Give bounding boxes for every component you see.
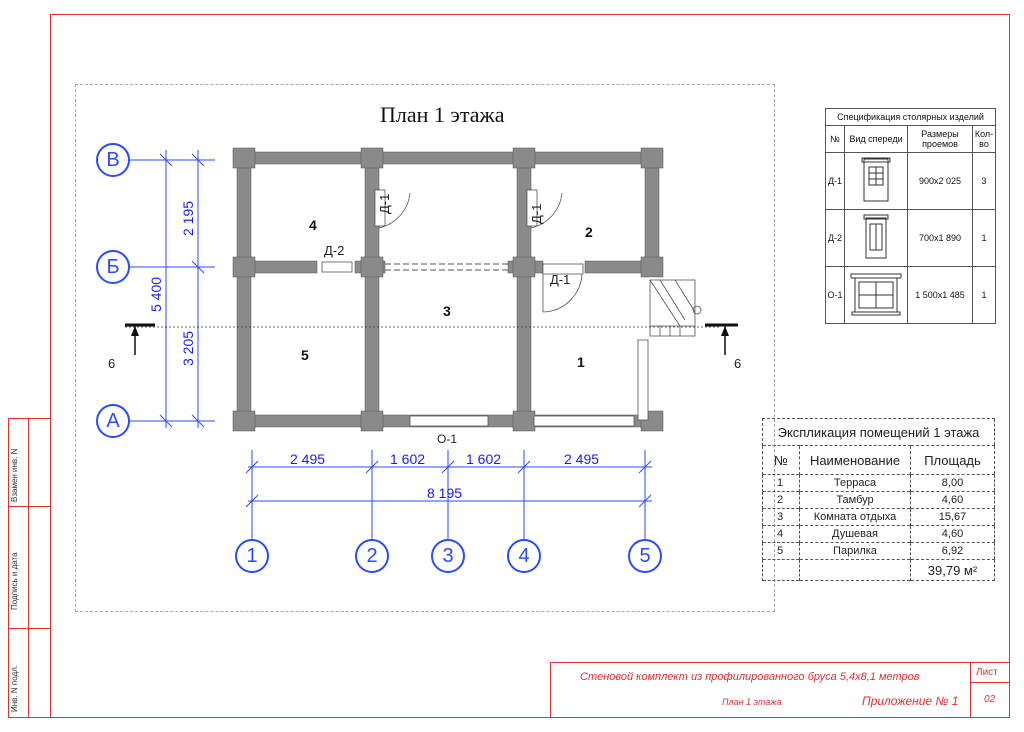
stamp-appendix: Приложение № 1 (862, 694, 959, 708)
axis-col-4: 4 (507, 539, 541, 573)
expl-row-area: 4,60 (910, 525, 995, 543)
door-d2-label: Д-2 (324, 243, 345, 258)
axis-col-2: 2 (355, 539, 389, 573)
expl-row-area: 4,60 (910, 491, 995, 509)
spec-row-id: Д-1 (825, 152, 845, 210)
room-5-label: 5 (301, 347, 309, 363)
expl-row-name: Тамбур (799, 491, 911, 509)
axis-col-1: 1 (235, 539, 269, 573)
door-d1-label-c: Д-1 (550, 272, 571, 287)
side-inv-orig: Инв. N подл. (10, 664, 19, 712)
sheet-frame (50, 14, 1010, 718)
spec-row-qty: 3 (972, 152, 996, 210)
stamp-subtitle: План 1 этажа (722, 697, 782, 707)
expl-row-n: 3 (762, 508, 800, 526)
room-3-label: 3 (443, 303, 451, 319)
expl-row-n: 1 (762, 474, 800, 492)
side-strip (8, 418, 51, 718)
section-mark-right: 6 (734, 356, 742, 371)
spec-header-qty: Кол-во (972, 125, 996, 153)
dim-horiz-4: 2 495 (564, 451, 600, 467)
dim-horiz-3: 1 602 (466, 451, 502, 467)
expl-row-name: Душевая (799, 525, 911, 543)
explication-title: Экспликация помещений 1 этажа (762, 418, 995, 446)
window-o1-icon (844, 266, 908, 324)
expl-total: 39,79 м² (910, 559, 995, 581)
title-block-divider-h (970, 682, 1010, 683)
room-2-label: 2 (585, 224, 593, 240)
dim-horiz-total: 8 195 (427, 485, 463, 501)
title-block (550, 662, 1010, 718)
dim-horiz-1: 2 495 (290, 451, 326, 467)
stamp-sheet-label: Лист (976, 667, 998, 678)
spec-row-size: 900x2 025 (907, 152, 973, 210)
title-block-divider (970, 662, 971, 718)
spec-row-size: 1 500x1 485 (907, 266, 973, 324)
window-o1-label: О-1 (437, 432, 458, 446)
expl-row-area: 6,92 (910, 542, 995, 560)
room-4-label: 4 (309, 217, 317, 233)
spec-row: О-1 1 500x1 485 1 (825, 266, 996, 324)
axis-row-v: В (96, 143, 130, 177)
dim-vert-top: 2 195 (180, 200, 196, 236)
expl-row-area: 15,67 (910, 508, 995, 526)
spec-table: Спецификация столярных изделий № Вид спе… (825, 108, 996, 324)
dim-vert-bottom: 3 205 (180, 330, 196, 366)
stamp-title: Стеновой комплект из профилированного бр… (580, 671, 920, 683)
door-d2-icon (844, 209, 908, 267)
plan-title: План 1 этажа (380, 102, 505, 127)
spec-row-qty: 1 (972, 209, 996, 267)
spec-row-size: 700x1 890 (907, 209, 973, 267)
axis-row-a: А (96, 404, 130, 438)
expl-row-area: 8,00 (910, 474, 995, 492)
expl-row-n: 4 (762, 525, 800, 543)
side-strip-cells (8, 418, 51, 718)
expl-row-name: Терраса (799, 474, 911, 492)
expl-row-n: 2 (762, 491, 800, 509)
spec-row: Д-1 900x2 025 3 (825, 152, 996, 210)
spec-row-id: О-1 (825, 266, 845, 324)
door-d1-icon (844, 152, 908, 210)
expl-header-n: № (762, 445, 800, 475)
spec-row-qty: 1 (972, 266, 996, 324)
spec-row-id: Д-2 (825, 209, 845, 267)
dim-horiz-2: 1 602 (390, 451, 426, 467)
room-1-label: 1 (577, 354, 585, 370)
axis-col-5: 5 (628, 539, 662, 573)
spec-header-size: Размеры проемов (907, 125, 973, 153)
expl-row-name: Парилка (799, 542, 911, 560)
explication-table: Экспликация помещений 1 этажа № Наименов… (762, 418, 995, 581)
expl-row-n: 5 (762, 542, 800, 560)
spec-row: Д-2 700x1 890 1 (825, 209, 996, 267)
axis-row-b: Б (96, 250, 130, 284)
dim-vert-total: 5 400 (148, 276, 164, 312)
expl-row-name: Комната отдыха (799, 508, 911, 526)
drawing-area (75, 84, 775, 612)
spec-title: Спецификация столярных изделий (825, 108, 996, 126)
floor-plan (125, 147, 738, 540)
spec-header-view: Вид спереди (844, 125, 908, 153)
spec-header-n: № (825, 125, 845, 153)
expl-header-area: Площадь (910, 445, 995, 475)
door-d1-label-a: Д-1 (377, 193, 392, 214)
expl-header-name: Наименование (799, 445, 911, 475)
section-mark-left: 6 (108, 356, 116, 371)
stamp-sheet-number: 02 (984, 694, 996, 705)
axis-col-3: 3 (431, 539, 465, 573)
door-d1-label-b: Д-1 (529, 203, 544, 224)
